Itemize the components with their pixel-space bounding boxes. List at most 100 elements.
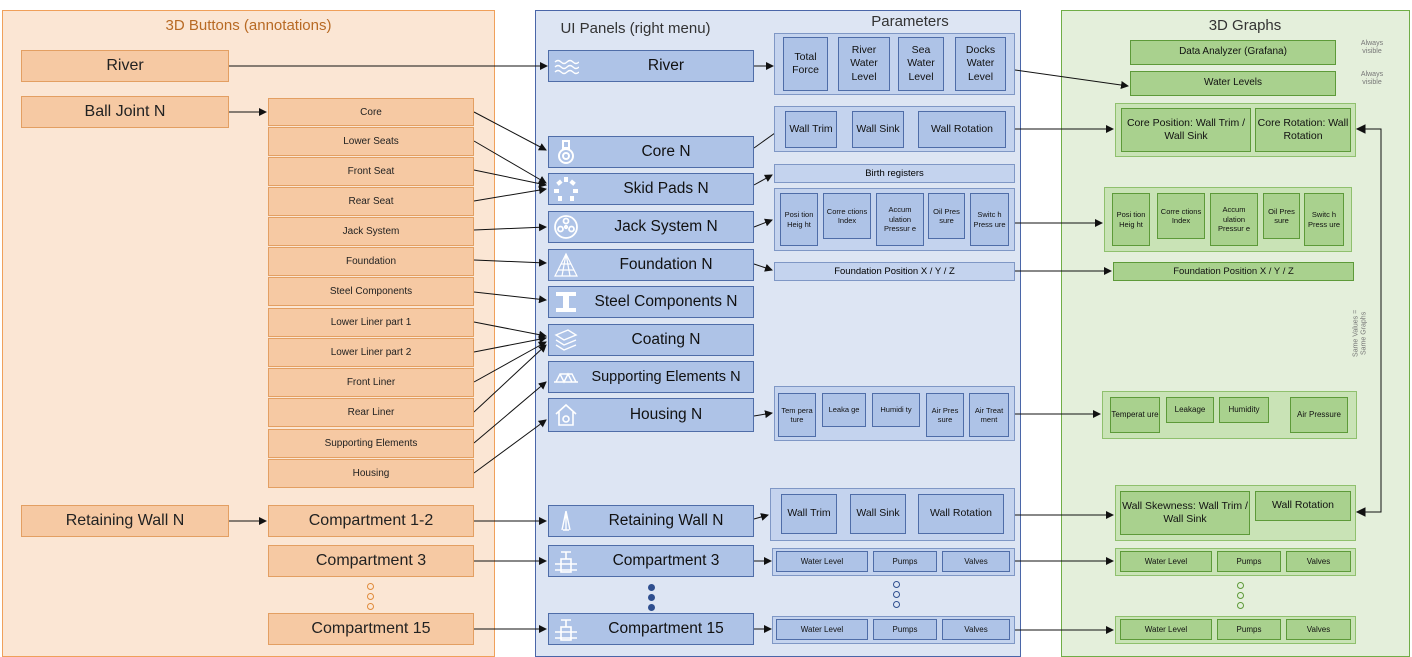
param-humidity: Humidi ty — [872, 393, 920, 427]
waves-icon — [554, 59, 579, 75]
foundation-panel[interactable]: Foundation N — [548, 249, 754, 281]
sub-button-rear-liner[interactable]: Rear Liner — [268, 398, 474, 427]
param-valves: Valves — [942, 619, 1010, 640]
param-wall-trim: Wall Trim — [785, 111, 837, 148]
retaining-wall-button[interactable]: Retaining Wall N — [21, 505, 229, 537]
skid-pads-panel[interactable]: Skid Pads N — [548, 173, 754, 205]
supporting-elements-panel-label: Supporting Elements N — [591, 369, 741, 385]
foundation-panel-label: Foundation N — [619, 256, 713, 273]
param-position-height: Posi tion Heig ht — [780, 193, 818, 246]
retaining-wall-panel[interactable]: Retaining Wall N — [548, 505, 754, 537]
param-wall-trim: Wall Trim — [781, 494, 837, 534]
jack-gear-icon — [554, 215, 578, 239]
graph-humidity: Humidity — [1219, 397, 1269, 423]
core-panel[interactable]: Core N — [548, 136, 754, 168]
housing-panel-label: Housing N — [629, 406, 703, 423]
ellipsis-dot — [893, 601, 900, 608]
bridge-truss-icon — [554, 372, 578, 384]
ellipsis-dot — [648, 594, 655, 601]
compartment-15-button[interactable]: Compartment 15 — [268, 613, 474, 645]
sub-button-front-liner[interactable]: Front Liner — [268, 368, 474, 397]
skid-pads-panel-label: Skid Pads N — [623, 180, 709, 197]
supporting-elements-panel[interactable]: Supporting Elements N — [548, 361, 754, 393]
jack-system-panel[interactable]: Jack System N — [548, 211, 754, 243]
param-air-treatment: Air Treat ment — [969, 393, 1009, 437]
param-pumps: Pumps — [873, 619, 937, 640]
steel-components-panel[interactable]: Steel Components N — [548, 286, 754, 318]
steel-components-panel-label: Steel Components N — [594, 293, 738, 310]
ellipsis-dot — [648, 584, 655, 591]
sub-button-front-seat[interactable]: Front Seat — [268, 157, 474, 186]
sub-button-jack-system[interactable]: Jack System — [268, 217, 474, 246]
sub-button-foundation[interactable]: Foundation — [268, 247, 474, 276]
graph-wall-rotation: Wall Rotation — [1255, 491, 1351, 521]
ellipsis-dot — [1237, 582, 1244, 589]
compartment-3-panel-label: Compartment 3 — [612, 552, 720, 569]
param-oil-pressure: Oil Pres sure — [928, 193, 965, 239]
ellipsis-dot — [367, 593, 374, 600]
coating-panel-label: Coating N — [631, 331, 701, 348]
sub-button-lower-liner-2[interactable]: Lower Liner part 2 — [268, 338, 474, 367]
param-pumps: Pumps — [873, 551, 937, 572]
retaining-wall-panel-label: Retaining Wall N — [608, 512, 724, 529]
sub-button-steel-components[interactable]: Steel Components — [268, 277, 474, 306]
foundation-grid-icon — [554, 252, 578, 277]
param-switch-pressure: Switc h Press ure — [970, 193, 1009, 246]
graph-core-rotation: Core Rotation: Wall Rotation — [1255, 108, 1351, 152]
sub-button-lower-liner-1[interactable]: Lower Liner part 1 — [268, 308, 474, 337]
graph-pumps: Pumps — [1217, 551, 1281, 572]
graph-temperature: Temperat ure — [1110, 397, 1160, 433]
graph-air-pressure: Air Pressure — [1290, 397, 1348, 433]
ellipsis-dot — [1237, 602, 1244, 609]
param-foundation-position: Foundation Position X / Y / Z — [774, 262, 1015, 281]
graph-water-levels: Water Levels — [1130, 71, 1336, 96]
param-wall-sink: Wall Sink — [850, 494, 906, 534]
graph-leakage: Leakage — [1166, 397, 1214, 423]
param-docks-water-level: Docks Water Level — [955, 37, 1006, 91]
param-total-force: Total Force — [783, 37, 828, 91]
house-gear-icon — [555, 403, 577, 426]
ellipsis-dot — [893, 591, 900, 598]
param-air-pressure: Air Pres sure — [926, 393, 964, 437]
sub-button-housing[interactable]: Housing — [268, 459, 474, 488]
valve-icon — [555, 551, 577, 573]
graph-switch-pressure: Switc h Press ure — [1304, 193, 1344, 246]
graph-water-level: Water Level — [1120, 619, 1212, 640]
steel-beam-icon — [556, 292, 576, 312]
river-panel[interactable]: River — [548, 50, 754, 82]
param-leakage: Leaka ge — [822, 393, 866, 427]
param-water-level: Water Level — [776, 551, 868, 572]
sub-button-rear-seat[interactable]: Rear Seat — [268, 187, 474, 216]
panels-column-title: UI Panels (right menu) — [560, 20, 711, 37]
skid-pads-icon — [554, 177, 578, 201]
graph-water-level: Water Level — [1120, 551, 1212, 572]
sub-button-core[interactable]: Core — [268, 98, 474, 126]
core-panel-label: Core N — [641, 143, 691, 160]
compartment-3-button[interactable]: Compartment 3 — [268, 545, 474, 577]
ellipsis-dot — [1237, 592, 1244, 599]
param-water-level: Water Level — [776, 619, 868, 640]
sub-button-supporting-elements[interactable]: Supporting Elements — [268, 429, 474, 458]
graph-valves: Valves — [1286, 619, 1351, 640]
graph-foundation-position: Foundation Position X / Y / Z — [1113, 262, 1354, 281]
ball-joint-button[interactable]: Ball Joint N — [21, 96, 229, 128]
param-wall-rotation: Wall Rotation — [918, 494, 1004, 534]
jack-system-panel-label: Jack System N — [614, 218, 718, 235]
graph-valves: Valves — [1286, 551, 1351, 572]
housing-panel[interactable]: Housing N — [548, 398, 754, 432]
river-button[interactable]: River — [21, 50, 229, 82]
river-panel-label: River — [647, 57, 685, 74]
ellipsis-dot — [367, 603, 374, 610]
param-river-water-level: River Water Level — [838, 37, 890, 91]
compartment-15-panel[interactable]: Compartment 15 — [548, 613, 754, 645]
compartment-3-panel[interactable]: Compartment 3 — [548, 545, 754, 577]
coating-panel[interactable]: Coating N — [548, 324, 754, 356]
graph-grafana: Data Analyzer (Grafana) — [1130, 40, 1336, 65]
param-wall-sink: Wall Sink — [852, 111, 904, 148]
core-icon — [558, 140, 574, 164]
compartment-1-2-button[interactable]: Compartment 1-2 — [268, 505, 474, 537]
birth-registers-bar: Birth registers — [774, 164, 1015, 183]
sub-button-lower-seats[interactable]: Lower Seats — [268, 127, 474, 156]
coating-layers-icon — [554, 329, 578, 351]
graph-core-position: Core Position: Wall Trim / Wall Sink — [1121, 108, 1251, 152]
